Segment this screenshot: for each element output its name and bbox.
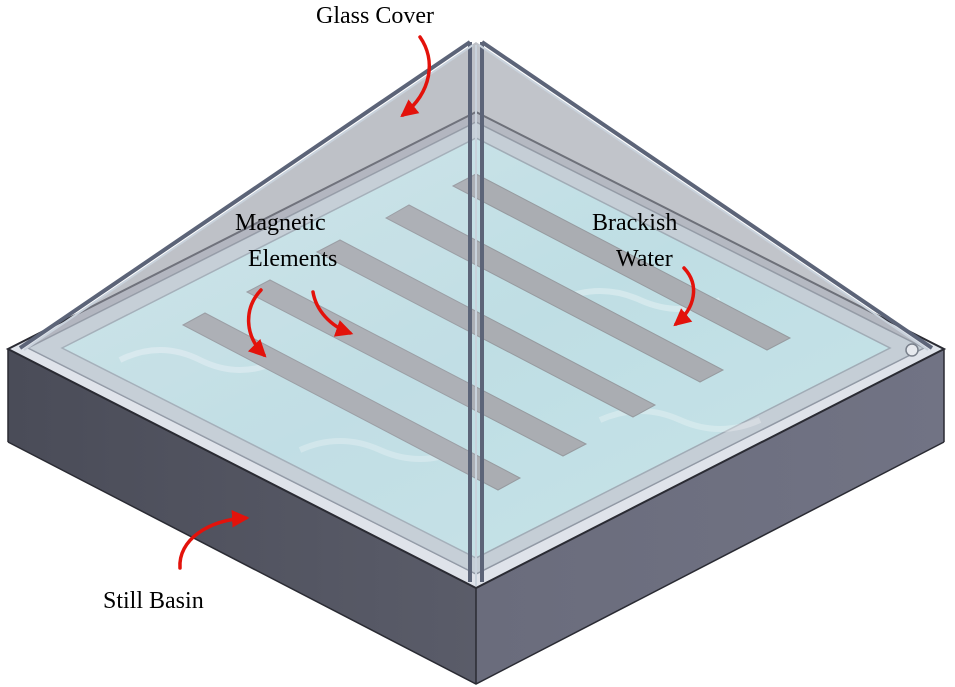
arrow-brackish-water — [673, 266, 696, 327]
label-magnetic-line2: Elements — [248, 246, 337, 272]
magnetic-elements — [181, 173, 792, 491]
label-brackish-line2: Water — [616, 246, 673, 272]
label-magnetic-line1: Magnetic — [235, 210, 326, 236]
arrow-magnetic-left — [246, 288, 267, 358]
arrow-glass-cover — [400, 35, 432, 118]
magnetic-strip-3 — [315, 239, 657, 418]
arrow-still-basin — [178, 510, 250, 570]
label-brackish-line1: Brackish — [592, 210, 677, 236]
arrow-magnetic-right — [311, 290, 354, 337]
basin-right-face — [476, 349, 944, 684]
label-glass-cover: Glass Cover — [316, 3, 434, 29]
glass-front-right-face — [476, 42, 924, 574]
label-still-basin: Still Basin — [103, 588, 204, 614]
magnetic-strip-1 — [181, 312, 522, 491]
